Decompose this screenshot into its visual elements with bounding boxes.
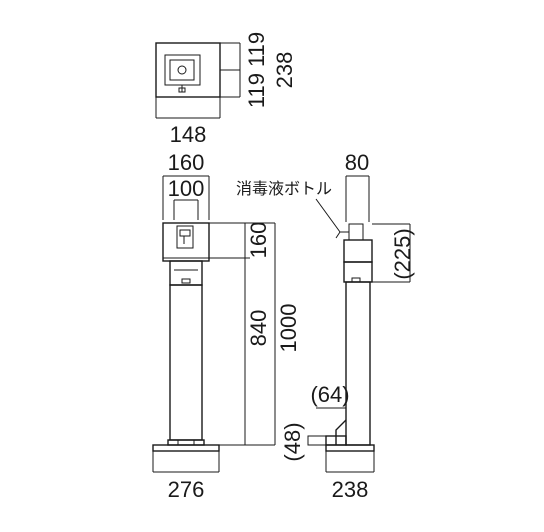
side-pedal-arm <box>335 419 347 445</box>
bottle-height-label: (225) <box>390 228 415 279</box>
front-base-width-label: 276 <box>168 477 205 502</box>
top-depth-total-label: 238 <box>272 52 297 89</box>
front-top-inner-width-label: 100 <box>168 176 205 201</box>
side-base-width-label: 238 <box>332 477 369 502</box>
front-pedal <box>167 439 205 446</box>
top-depth-split-label: 119 119 <box>244 32 269 108</box>
front-bottle <box>176 225 194 249</box>
side-top-width-label: 80 <box>345 150 369 175</box>
front-base-plate <box>152 444 220 452</box>
side-base-plate <box>325 444 375 452</box>
side-bottle <box>348 223 364 241</box>
front-post <box>169 284 203 441</box>
top-view-outline <box>155 42 221 98</box>
top-view-cap <box>177 65 187 75</box>
bottle-leader-line <box>315 198 341 233</box>
top-width-label: 148 <box>170 122 207 147</box>
side-upper-post <box>343 261 373 283</box>
side-nozzle <box>335 231 349 239</box>
pedal-height-label: (64) <box>310 382 349 407</box>
side-view: 80 消毒液ボトル (225) (64) (48) <box>236 150 415 502</box>
front-post-height-label: 840 <box>246 310 271 347</box>
front-view: 160 100 160 840 1000 <box>152 150 301 502</box>
front-total-height-label: 1000 <box>276 304 301 353</box>
front-upper-post <box>169 260 203 286</box>
bottle-label: 消毒液ボトル <box>236 180 332 198</box>
side-head-box <box>343 239 373 263</box>
front-top-outer-width-label: 160 <box>168 150 205 175</box>
top-view-bottle <box>169 59 195 81</box>
pedal-offset-label: (48) <box>280 422 305 461</box>
front-head-box <box>162 222 210 262</box>
top-view: 119 119 238 148 <box>155 32 297 147</box>
front-head-height-label: 160 <box>246 222 271 259</box>
side-post <box>345 281 371 446</box>
